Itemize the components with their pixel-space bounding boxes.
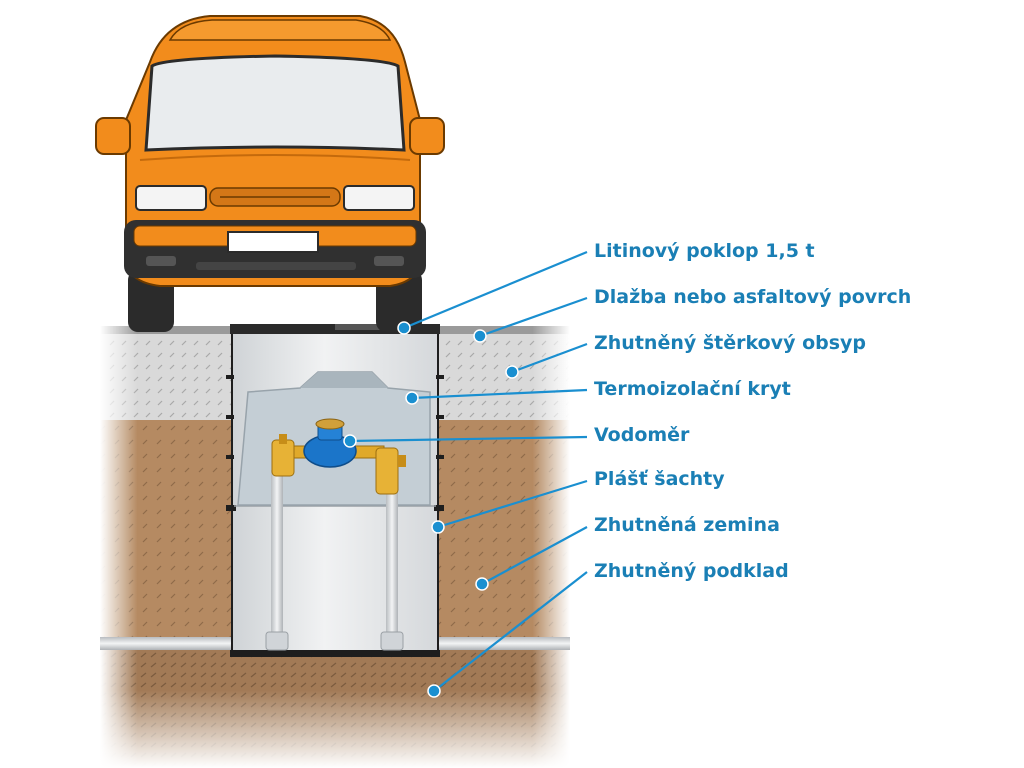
label-cast-iron-lid: Litinový poklop 1,5 t (594, 240, 815, 262)
riser-pipes (265, 470, 404, 651)
meter-shaft (226, 324, 444, 657)
car-illustration (95, 15, 445, 332)
windshield (144, 54, 406, 152)
label-gravel: Zhutněný štěrkový obsyp (594, 332, 867, 354)
label-soil: Zhutněná zemina (594, 514, 780, 536)
label-meter: Vodoměr (594, 424, 690, 446)
label-base: Zhutněný podklad (594, 560, 789, 582)
label-insulation: Termoizolační kryt (594, 378, 791, 400)
water-meter (271, 418, 406, 495)
leader-dots (343, 321, 519, 698)
label-shaft-shell: Plášť šachty (594, 468, 725, 490)
leader-lines (349, 250, 588, 692)
license-plate (227, 231, 319, 253)
label-paving: Dlažba nebo asfaltový povrch (594, 286, 912, 308)
